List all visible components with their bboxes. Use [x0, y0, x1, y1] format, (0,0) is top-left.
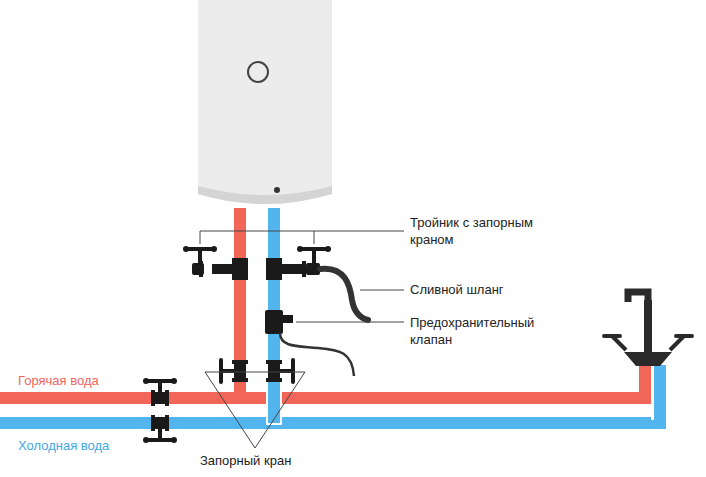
hot-pipe — [639, 365, 651, 398]
callout-label: Предохранительный клапан — [410, 314, 570, 348]
callout-label: Тройник с запорным краном — [410, 214, 560, 248]
drain-hose — [320, 269, 368, 320]
callout-label: Сливной шланг — [410, 281, 560, 298]
shutoff-valve — [143, 415, 177, 443]
cold-pipe — [0, 417, 666, 429]
leader-line — [200, 231, 404, 448]
cold-pipe — [654, 365, 666, 423]
hot-pipe — [234, 208, 246, 398]
shutoff-valve — [266, 358, 295, 384]
tee-valve — [266, 246, 368, 320]
mixer-tap — [604, 292, 692, 366]
water-heater — [198, 0, 332, 204]
shutoff-valve — [219, 358, 248, 384]
cold-water-label: Холодная вода — [18, 437, 158, 454]
hot-water-label: Горячая вода — [18, 372, 158, 389]
tee-valve — [183, 246, 248, 280]
shutoff-valve — [143, 378, 177, 406]
callout-label: Запорный кран — [200, 452, 320, 469]
hot-pipe — [0, 392, 651, 404]
